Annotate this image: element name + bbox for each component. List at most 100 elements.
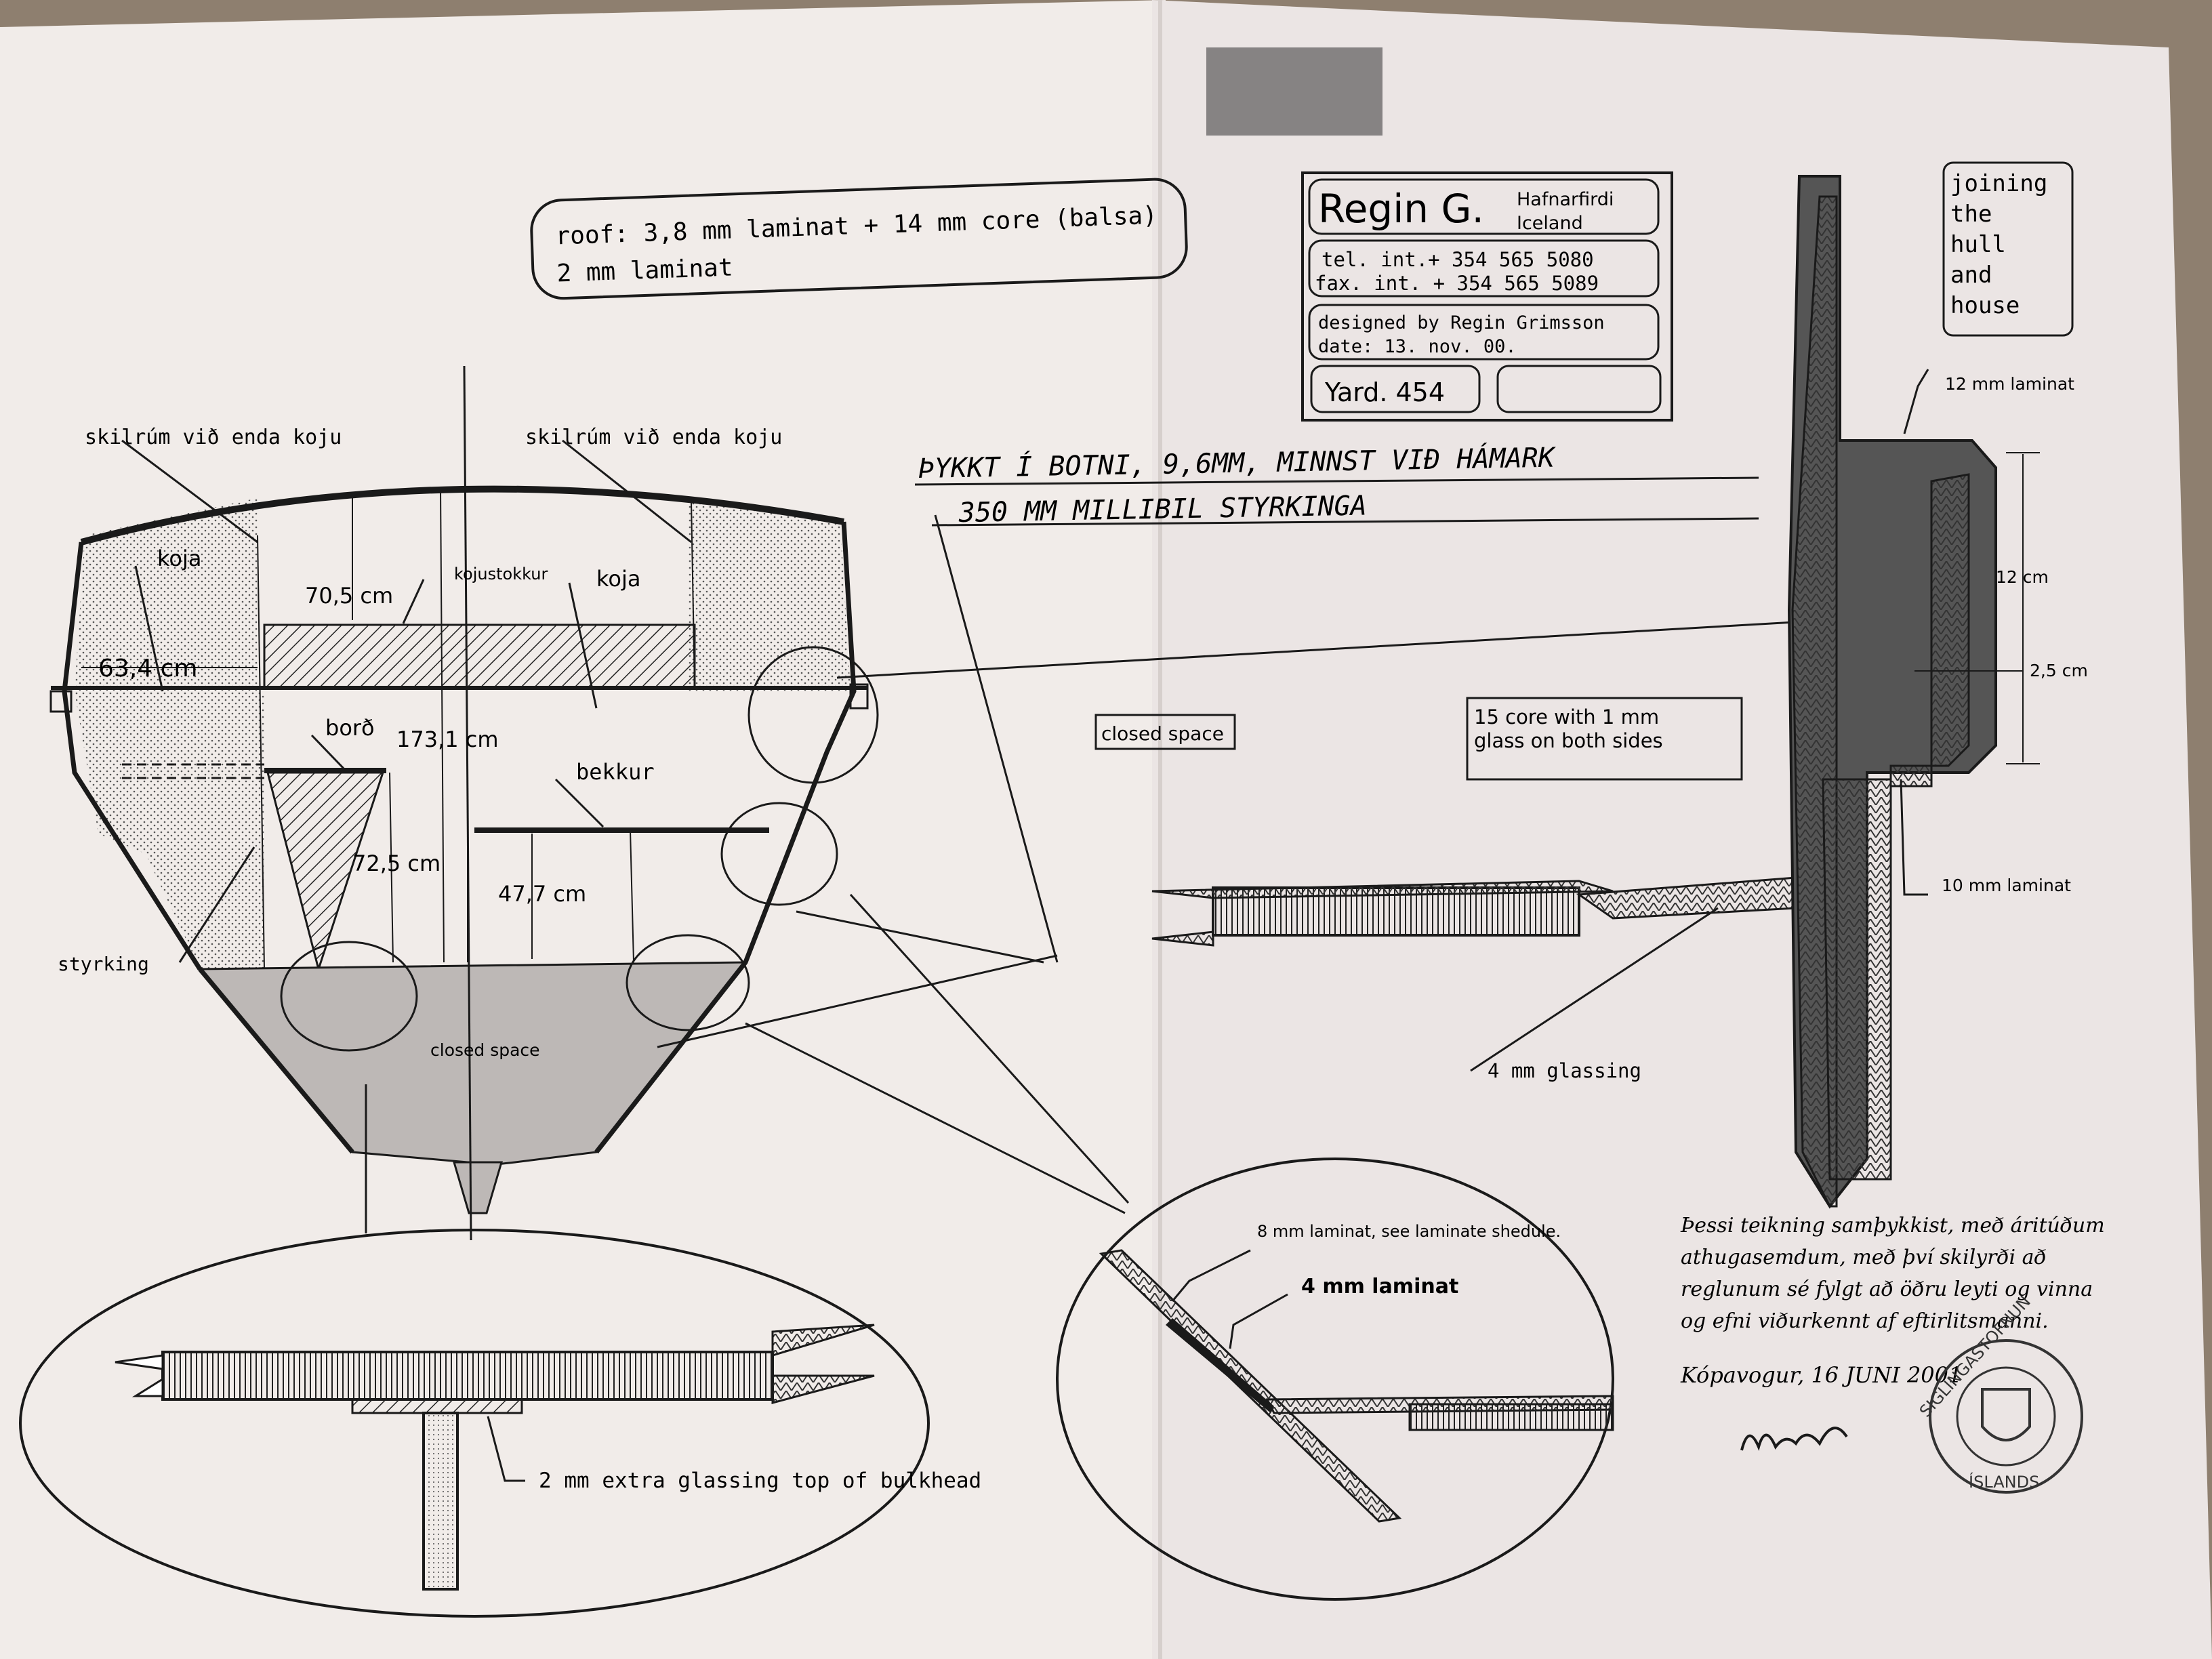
label-core-note-1: 15 core with 1 mm bbox=[1474, 705, 1659, 729]
leader-to-joining-detail bbox=[836, 619, 1830, 679]
label-70-5: 70,5 cm bbox=[305, 583, 393, 609]
leader-4mm bbox=[1229, 1293, 1288, 1349]
dim-173-1-line bbox=[440, 487, 445, 963]
joining-word-1: joining bbox=[1950, 170, 2047, 197]
leader-koja-left bbox=[134, 565, 164, 692]
rubrail-right bbox=[849, 683, 869, 710]
label-koja-left: koja bbox=[157, 546, 201, 571]
label-47-7: 47,7 cm bbox=[498, 881, 586, 907]
closed-space-box bbox=[1094, 714, 1236, 750]
hull-left-side bbox=[62, 541, 202, 970]
rubrail-left bbox=[49, 690, 73, 713]
joining-word-3: hull bbox=[1950, 231, 2006, 258]
stamp-crest-icon bbox=[1981, 1388, 2031, 1441]
styrking-left-fill bbox=[75, 691, 264, 969]
detail-laminate-bottom bbox=[771, 1374, 875, 1404]
label-4mm-laminat: 4 mm laminat bbox=[1301, 1275, 1458, 1298]
leader-handwriting-1 bbox=[934, 514, 1059, 963]
leader-koja-right bbox=[568, 582, 598, 709]
deck-laminate-bottom bbox=[1151, 930, 1214, 947]
toner-smudge bbox=[1206, 47, 1382, 136]
leader-bekkur bbox=[554, 778, 605, 828]
bulkhead-left bbox=[257, 535, 265, 970]
title-block: Regin G. Hafnarfirdi Iceland tel. int.+ … bbox=[1301, 171, 1673, 422]
detail-laminate-left-top bbox=[115, 1354, 164, 1370]
bekkur-support bbox=[630, 830, 634, 963]
detail-bulkhead-ellipse bbox=[19, 1229, 930, 1618]
detail-bekkur-core bbox=[1408, 1403, 1614, 1431]
hull-cross-section bbox=[49, 365, 1830, 1241]
stamp-outer bbox=[1929, 1339, 2083, 1494]
detail-hull-bekkur: 8 mm laminat, see laminate shedule. 4 mm… bbox=[1056, 1158, 1614, 1601]
label-styrking: styrking bbox=[58, 953, 149, 975]
label-10mm-laminat: 10 mm laminat bbox=[1942, 876, 2071, 895]
joint-lower-shell bbox=[1822, 778, 1892, 1181]
leader-kojustokkur bbox=[402, 579, 425, 624]
bulkhead-right bbox=[691, 501, 695, 689]
leader-to-lower-detail-2 bbox=[745, 1022, 1126, 1214]
label-kojustokkur: kojustokkur bbox=[454, 565, 548, 583]
paper-right-page bbox=[1152, 0, 2212, 1659]
leader-skilrum-right bbox=[562, 439, 692, 544]
leader-skilrum-left bbox=[121, 439, 258, 544]
approval-line4: og efni viðurkennt af eftirlitsmanni. bbox=[1681, 1309, 2049, 1333]
title-designer: designed by Regin Grimsson bbox=[1318, 312, 1605, 333]
stamp-bottom-text: ÍSLANDS bbox=[1969, 1472, 2039, 1492]
detail-laminate-left-bottom bbox=[131, 1377, 164, 1397]
detail-bulkhead-web bbox=[422, 1412, 459, 1591]
label-72-5: 72,5 cm bbox=[352, 851, 441, 876]
title-yard: Yard. 454 bbox=[1324, 377, 1445, 407]
leader-bord bbox=[310, 734, 347, 772]
approval-line1: Þessi teikning samþykkist, með áritúðum bbox=[1680, 1214, 2105, 1237]
title-place-2: Iceland bbox=[1517, 213, 1583, 234]
label-bekkur: bekkur bbox=[576, 759, 655, 785]
label-2-5cm: 2,5 cm bbox=[2030, 661, 2088, 680]
detail-extra-glassing bbox=[351, 1398, 523, 1414]
detail-circle-keel-left bbox=[280, 941, 418, 1052]
leader-to-lower-detail-1 bbox=[849, 893, 1130, 1204]
koja-right-fill bbox=[688, 501, 851, 691]
title-tel: tel. int.+ 354 565 5080 bbox=[1322, 248, 1594, 271]
label-8mm-laminat: 8 mm laminat, see laminate shedule. bbox=[1257, 1222, 1561, 1241]
detail-circle-sheer bbox=[747, 646, 879, 784]
koja-left-fill bbox=[75, 498, 258, 691]
title-place-1: Hafnarfirdi bbox=[1517, 189, 1614, 210]
label-4mm-glassing: 4 mm glassing bbox=[1488, 1059, 1641, 1082]
approval-signature bbox=[1740, 1427, 1848, 1451]
label-12cm: 12 cm bbox=[1996, 567, 2049, 587]
roof-line bbox=[80, 485, 844, 546]
roof-note-line2: 2 mm laminat bbox=[556, 253, 733, 287]
label-skilrum-left: skilrúm við enda koju bbox=[85, 426, 342, 449]
joint-house-flange bbox=[1889, 473, 1970, 787]
joining-word-4: and bbox=[1950, 262, 1992, 289]
core-note-box bbox=[1466, 697, 1743, 781]
title-date: date: 13. nov. 00. bbox=[1318, 336, 1517, 357]
label-koja-right: koja bbox=[596, 566, 640, 592]
detail-deck-joint: 15 core with 1 mm glass on both sides 4 … bbox=[1151, 697, 1797, 1082]
title-fax: fax. int. + 354 565 5089 bbox=[1315, 272, 1599, 295]
section-labels: skilrúm við enda koju skilrúm við enda k… bbox=[58, 426, 1236, 1060]
label-extra-glassing: 2 mm extra glassing top of bulkhead bbox=[539, 1469, 981, 1493]
leader-extra-glassing bbox=[487, 1416, 525, 1482]
approval-line3: reglunum sé fylgt að öðru leyti og vinna bbox=[1681, 1277, 2093, 1301]
label-closed-space-keel: closed space bbox=[430, 1040, 540, 1060]
leader-4mm-glassing bbox=[1470, 907, 1719, 1072]
hull-bottom-left bbox=[198, 967, 354, 1154]
detail-circle-keel-right bbox=[626, 934, 750, 1031]
label-closed-space-box: closed space bbox=[1101, 722, 1224, 745]
leader-12mm bbox=[1903, 369, 1929, 434]
label-core-note-2: glass on both sides bbox=[1474, 729, 1663, 752]
label-173-1: 173,1 cm bbox=[396, 726, 499, 752]
label-skilrum-right: skilrúm við enda koju bbox=[525, 426, 782, 449]
detail-core-panel bbox=[161, 1351, 774, 1401]
detail-laminate-top bbox=[771, 1324, 875, 1357]
detail-hull-ellipse bbox=[1056, 1158, 1614, 1601]
detail-4mm-laminate bbox=[1166, 1318, 1274, 1413]
joining-note: joining the hull and house bbox=[1942, 161, 2074, 337]
kojustokkur-band bbox=[263, 623, 696, 689]
joining-word-5: house bbox=[1950, 292, 2020, 319]
title-empty-box bbox=[1496, 365, 1662, 413]
leader-handwriting-2 bbox=[796, 910, 1044, 964]
approval-place-date: Kópavogur, 16 JUNI 2001 bbox=[1680, 1362, 1962, 1388]
